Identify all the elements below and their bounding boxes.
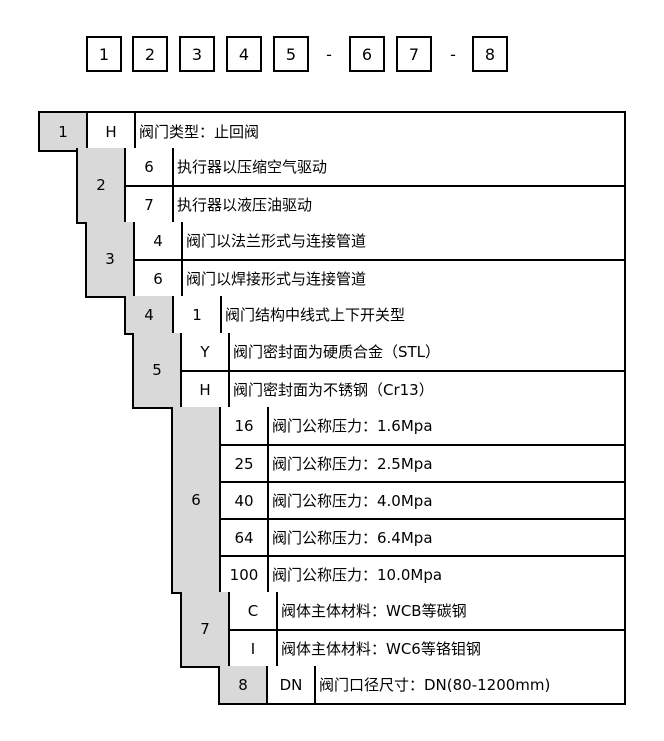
code-box-6: 6: [349, 36, 385, 72]
code-group-3: 3 4 阀门以法兰形式与连接管道 6 阀门以焊接形式与连接管道: [85, 222, 626, 298]
table-row: 1 阀门结构中线式上下开关型: [174, 296, 624, 333]
code-group-8: 8 DN 阀门口径尺寸：DN(80-1200mm): [218, 666, 626, 705]
option-code: 64: [221, 520, 269, 555]
option-description: 执行器以压缩空气驱动: [177, 158, 328, 176]
table-row: 7 执行器以液压油驱动: [126, 185, 624, 222]
table-row: C 阀体主体材料：WCB等碳钢: [230, 592, 624, 629]
group-number: 5: [134, 333, 182, 407]
table-row: 25 阀门公称压力：2.5Mpa: [221, 444, 624, 481]
table-row: H 阀门密封面为不锈钢（Cr13）: [182, 370, 624, 407]
code-box-1: 1: [86, 36, 122, 72]
option-description: 阀门类型：止回阀: [139, 123, 260, 141]
group-number: 7: [182, 592, 230, 666]
option-code: H: [88, 113, 136, 150]
option-description: 阀门密封面为不锈钢（Cr13）: [233, 381, 434, 399]
code-box-4: 4: [226, 36, 262, 72]
option-description: 阀门公称压力：2.5Mpa: [272, 455, 433, 473]
option-code: I: [230, 631, 278, 666]
group-number: 6: [173, 407, 221, 592]
group-number: 3: [87, 222, 135, 296]
code-box-7: 7: [396, 36, 432, 72]
option-code: 7: [126, 187, 174, 222]
option-description: 阀门口径尺寸：DN(80-1200mm): [319, 676, 551, 694]
table-row: DN 阀门口径尺寸：DN(80-1200mm): [268, 666, 624, 703]
group-number: 8: [220, 666, 268, 703]
table-row: 4 阀门以法兰形式与连接管道: [135, 222, 624, 259]
option-description: 阀门以焊接形式与连接管道: [186, 270, 367, 288]
code-box-3: 3: [179, 36, 215, 72]
option-code: DN: [268, 666, 316, 703]
option-code: 16: [221, 407, 269, 444]
option-code: 100: [221, 557, 269, 592]
option-code: 40: [221, 483, 269, 518]
option-description: 阀门以法兰形式与连接管道: [186, 232, 367, 250]
option-code: C: [230, 592, 278, 629]
table-row: I 阀体主体材料：WC6等铬钼钢: [230, 629, 624, 666]
option-description: 阀门公称压力：1.6Mpa: [272, 417, 433, 435]
option-description: 阀门公称压力：10.0Mpa: [272, 566, 443, 584]
option-description: 阀体主体材料：WCB等碳钢: [281, 602, 467, 620]
separator-dash-1: -: [326, 44, 332, 64]
option-code: H: [182, 372, 230, 407]
code-group-2: 2 6 执行器以压缩空气驱动 7 执行器以液压油驱动: [76, 148, 626, 224]
option-code: 6: [135, 261, 183, 296]
code-group-6: 6 16 阀门公称压力：1.6Mpa 25 阀门公称压力：2.5Mpa 40 阀…: [171, 407, 626, 594]
code-box-2: 2: [132, 36, 168, 72]
option-code: 1: [174, 296, 222, 333]
group-number: 4: [126, 296, 174, 333]
table-row: Y 阀门密封面为硬质合金（STL）: [182, 333, 624, 370]
option-description: 阀门密封面为硬质合金（STL）: [233, 343, 441, 361]
option-description: 阀门公称压力：4.0Mpa: [272, 492, 433, 510]
code-group-1: 1 H 阀门类型：止回阀: [38, 111, 626, 152]
table-row: 6 执行器以压缩空气驱动: [126, 148, 624, 185]
code-group-4: 4 1 阀门结构中线式上下开关型: [124, 296, 626, 335]
option-code: 4: [135, 222, 183, 259]
option-code: 25: [221, 446, 269, 481]
option-description: 执行器以液压油驱动: [177, 196, 313, 214]
code-group-7: 7 C 阀体主体材料：WCB等碳钢 I 阀体主体材料：WC6等铬钼钢: [180, 592, 626, 668]
table-row: 16 阀门公称压力：1.6Mpa: [221, 407, 624, 444]
table-row: 40 阀门公称压力：4.0Mpa: [221, 481, 624, 518]
table-row: 64 阀门公称压力：6.4Mpa: [221, 518, 624, 555]
code-box-5: 5: [273, 36, 309, 72]
code-group-5: 5 Y 阀门密封面为硬质合金（STL） H 阀门密封面为不锈钢（Cr13）: [132, 333, 626, 409]
code-box-8: 8: [472, 36, 508, 72]
group-number: 2: [78, 148, 126, 222]
option-code: 6: [126, 148, 174, 185]
table-row: 100 阀门公称压力：10.0Mpa: [221, 555, 624, 592]
option-code: Y: [182, 333, 230, 370]
option-description: 阀门公称压力：6.4Mpa: [272, 529, 433, 547]
option-description: 阀体主体材料：WC6等铬钼钢: [281, 640, 481, 658]
table-row: 6 阀门以焊接形式与连接管道: [135, 259, 624, 296]
group-number: 1: [40, 113, 88, 150]
table-row: H 阀门类型：止回阀: [88, 113, 624, 150]
separator-dash-2: -: [450, 44, 456, 64]
option-description: 阀门结构中线式上下开关型: [225, 306, 406, 324]
